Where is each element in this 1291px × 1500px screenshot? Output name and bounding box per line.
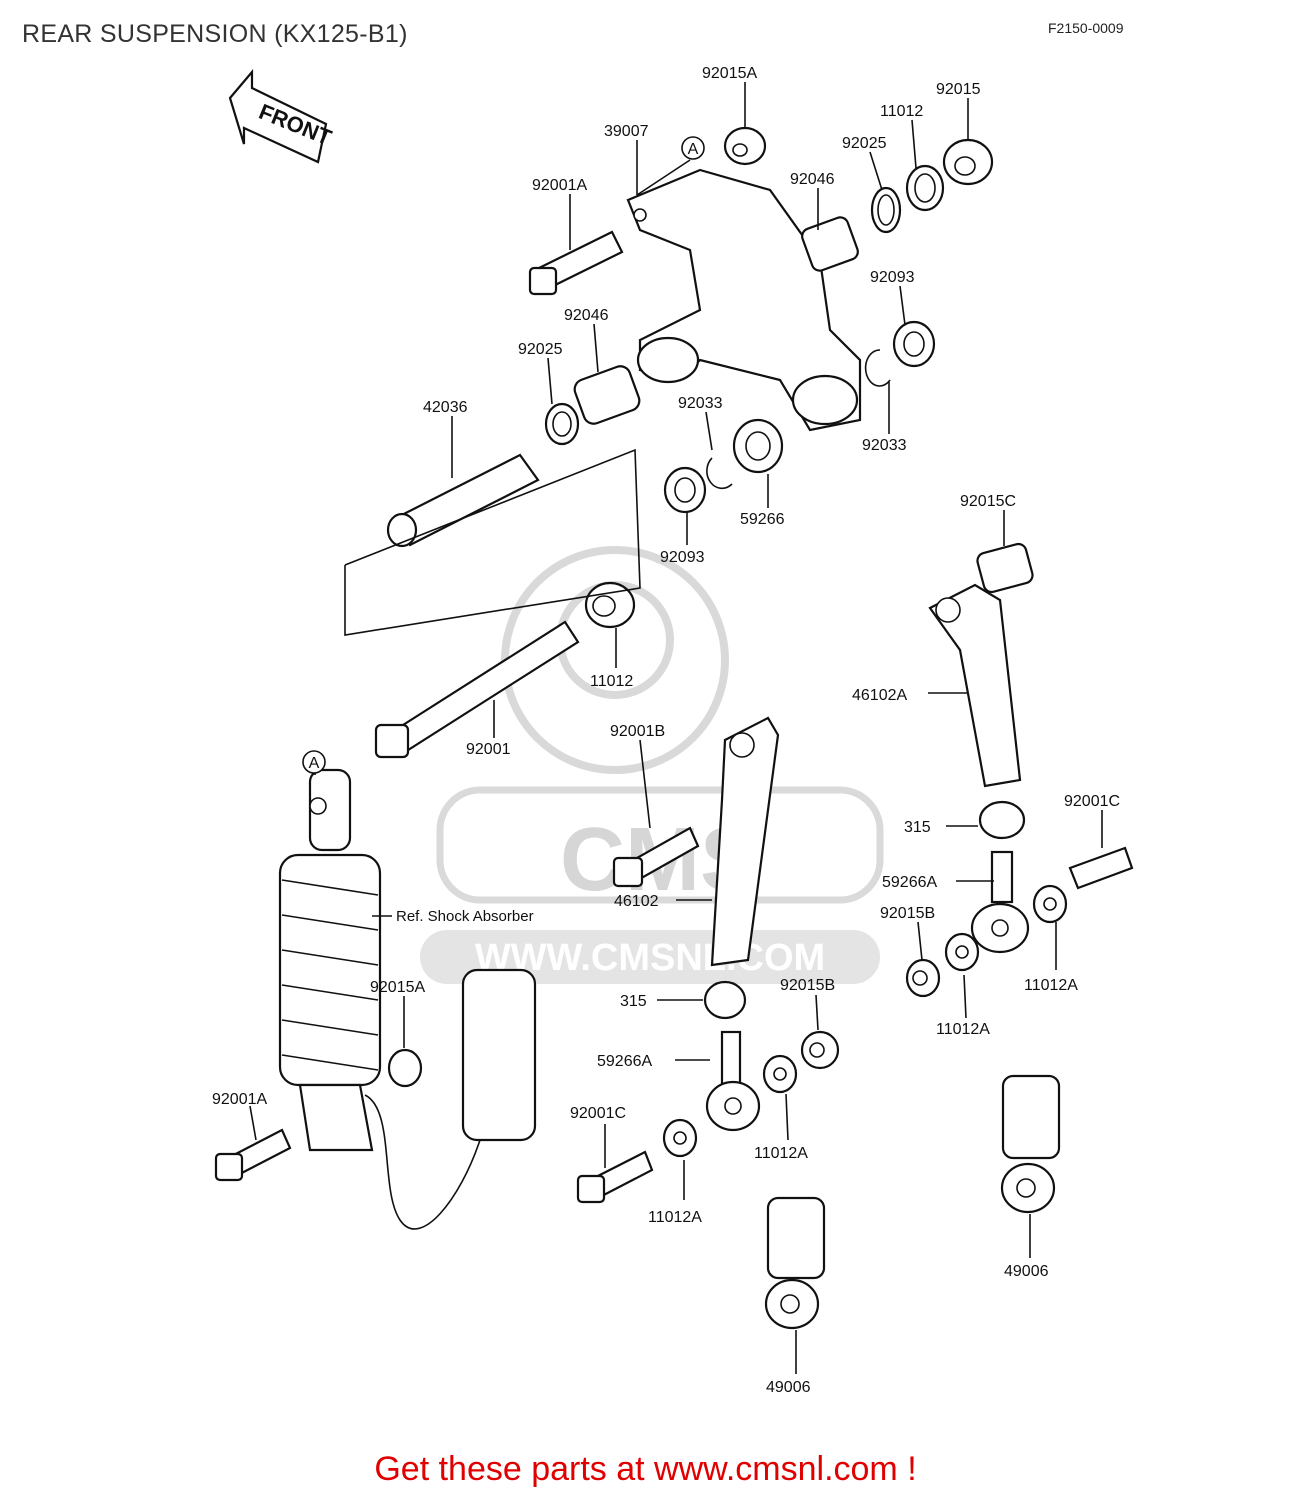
label-11012A-right: 11012A	[1024, 977, 1078, 994]
front-arrow-shape	[228, 68, 328, 164]
part-59266-bearing	[732, 418, 784, 474]
label-11012A-mid: 11012A	[936, 1021, 990, 1038]
part-92001-long-bolt	[374, 620, 580, 759]
label-11012A-left: 11012A	[754, 1145, 808, 1162]
part-92001A-bolt-bottom	[214, 1128, 292, 1182]
label-92001C-left: 92001C	[570, 1105, 626, 1122]
callout-marker-a-shock: A	[302, 750, 326, 774]
label-92015B-left: 92015B	[780, 977, 835, 994]
label-39007: 39007	[604, 123, 649, 140]
part-11012A-washer-mid-right	[944, 932, 980, 972]
rocker-arm-upper-hole	[633, 208, 647, 222]
leader-lines	[249, 82, 1103, 1374]
part-92033-circlip-right	[864, 349, 891, 387]
part-49006-clevis-bottom	[764, 1196, 826, 1330]
part-92046-bushing-top	[801, 216, 859, 272]
label-92025-top: 92025	[842, 135, 887, 152]
label-92093-right: 92093	[870, 269, 915, 286]
label-59266: 59266	[740, 511, 785, 528]
part-92025-seal-top	[870, 186, 902, 234]
rocker-arm-front-boss	[636, 336, 700, 384]
label-59266A-right: 59266A	[882, 874, 937, 891]
part-92001C-bolt-right	[1068, 846, 1134, 890]
part-labels: 92015A 92015 11012 39007 92025 92046 920…	[212, 65, 1120, 1396]
svg-text:A: A	[688, 141, 699, 158]
part-42036-tube	[386, 453, 540, 548]
svg-text:A: A	[309, 755, 320, 772]
part-92015C-collar	[976, 542, 1034, 594]
label-92015A-left: 92015A	[370, 979, 425, 996]
rocker-arm-rear-boss	[791, 374, 859, 426]
label-49006-right: 49006	[1004, 1263, 1049, 1280]
part-92015B-nut-right	[905, 958, 941, 998]
assembly-bracket	[344, 448, 641, 636]
watermark-badge	[436, 786, 884, 904]
label-92015B-right: 92015B	[880, 905, 935, 922]
label-92015A-top: 92015A	[702, 65, 757, 82]
footer-link-text[interactable]: Get these parts at www.cmsnl.com !	[374, 1450, 917, 1488]
watermark-url-text: WWW.CMSNL.COM	[475, 937, 825, 979]
label-92033-right: 92033	[862, 437, 907, 454]
part-92015A-collar-left	[387, 1048, 423, 1088]
label-92025-left: 92025	[518, 341, 563, 358]
label-92001: 92001	[466, 741, 511, 758]
part-92093-seal-right	[892, 320, 936, 368]
part-11012A-washer-bottom	[662, 1118, 698, 1158]
part-92001A-bolt-top	[528, 230, 624, 296]
part-92001C-bolt-left	[576, 1150, 654, 1204]
label-11012-collar: 11012	[590, 673, 633, 690]
watermark-url-pill	[420, 930, 880, 984]
label-92015: 92015	[936, 81, 981, 98]
part-92025-seal-left	[544, 402, 580, 446]
label-92046-top: 92046	[790, 171, 835, 188]
part-92093-seal-left	[663, 466, 707, 514]
front-arrow: FRONT	[228, 68, 336, 164]
shock-absorber	[278, 768, 537, 1230]
part-315-nut-left	[703, 980, 747, 1020]
label-92033-left: 92033	[678, 395, 723, 412]
label-92001B: 92001B	[610, 723, 665, 740]
part-11012A-washer-left	[762, 1054, 798, 1094]
drawing-reference-code: F2150-0009	[1048, 20, 1124, 36]
part-46102A-rod	[928, 583, 1022, 788]
label-46102A: 46102A	[852, 687, 907, 704]
rocker-arm-39007	[626, 168, 862, 432]
part-49006-clevis-right	[1000, 1074, 1061, 1214]
part-11012A-washer-right	[1032, 884, 1068, 924]
part-92046-bushing-left	[573, 365, 641, 425]
part-92015B-nut-left	[800, 1030, 840, 1070]
part-59266A-rod-end-left	[705, 1030, 761, 1132]
part-46102-tie-rod	[710, 716, 780, 967]
part-11012-washer-top	[905, 164, 945, 212]
part-59266A-rod-end-right	[970, 850, 1030, 954]
part-92015A-top	[723, 126, 767, 166]
label-59266A-left: 59266A	[597, 1053, 652, 1070]
part-92015-nut	[942, 138, 994, 186]
label-92015C: 92015C	[960, 493, 1016, 510]
page-title: REAR SUSPENSION (KX125-B1)	[22, 20, 408, 48]
label-92046-left: 92046	[564, 307, 609, 324]
part-315-nut-right	[978, 800, 1026, 840]
label-42036: 42036	[423, 399, 468, 416]
label-92001C-right: 92001C	[1064, 793, 1120, 810]
callout-marker-a-top: A	[681, 136, 705, 160]
part-92001B-bolt	[612, 826, 700, 888]
label-46102: 46102	[614, 893, 659, 910]
reservoir-tank	[461, 968, 537, 1142]
label-11012A-bottom: 11012A	[648, 1209, 702, 1226]
label-315-right: 315	[904, 819, 931, 836]
label-92093-left: 92093	[660, 549, 705, 566]
label-92001A-top: 92001A	[532, 177, 587, 194]
label-ref-shock-absorber: Ref. Shock Absorber	[396, 908, 534, 925]
label-11012-top: 11012	[880, 103, 923, 120]
part-92033-circlip-left	[706, 457, 733, 490]
label-92001A-bottom: 92001A	[212, 1091, 267, 1108]
label-49006-bottom: 49006	[766, 1379, 811, 1396]
label-315-left: 315	[620, 993, 647, 1010]
